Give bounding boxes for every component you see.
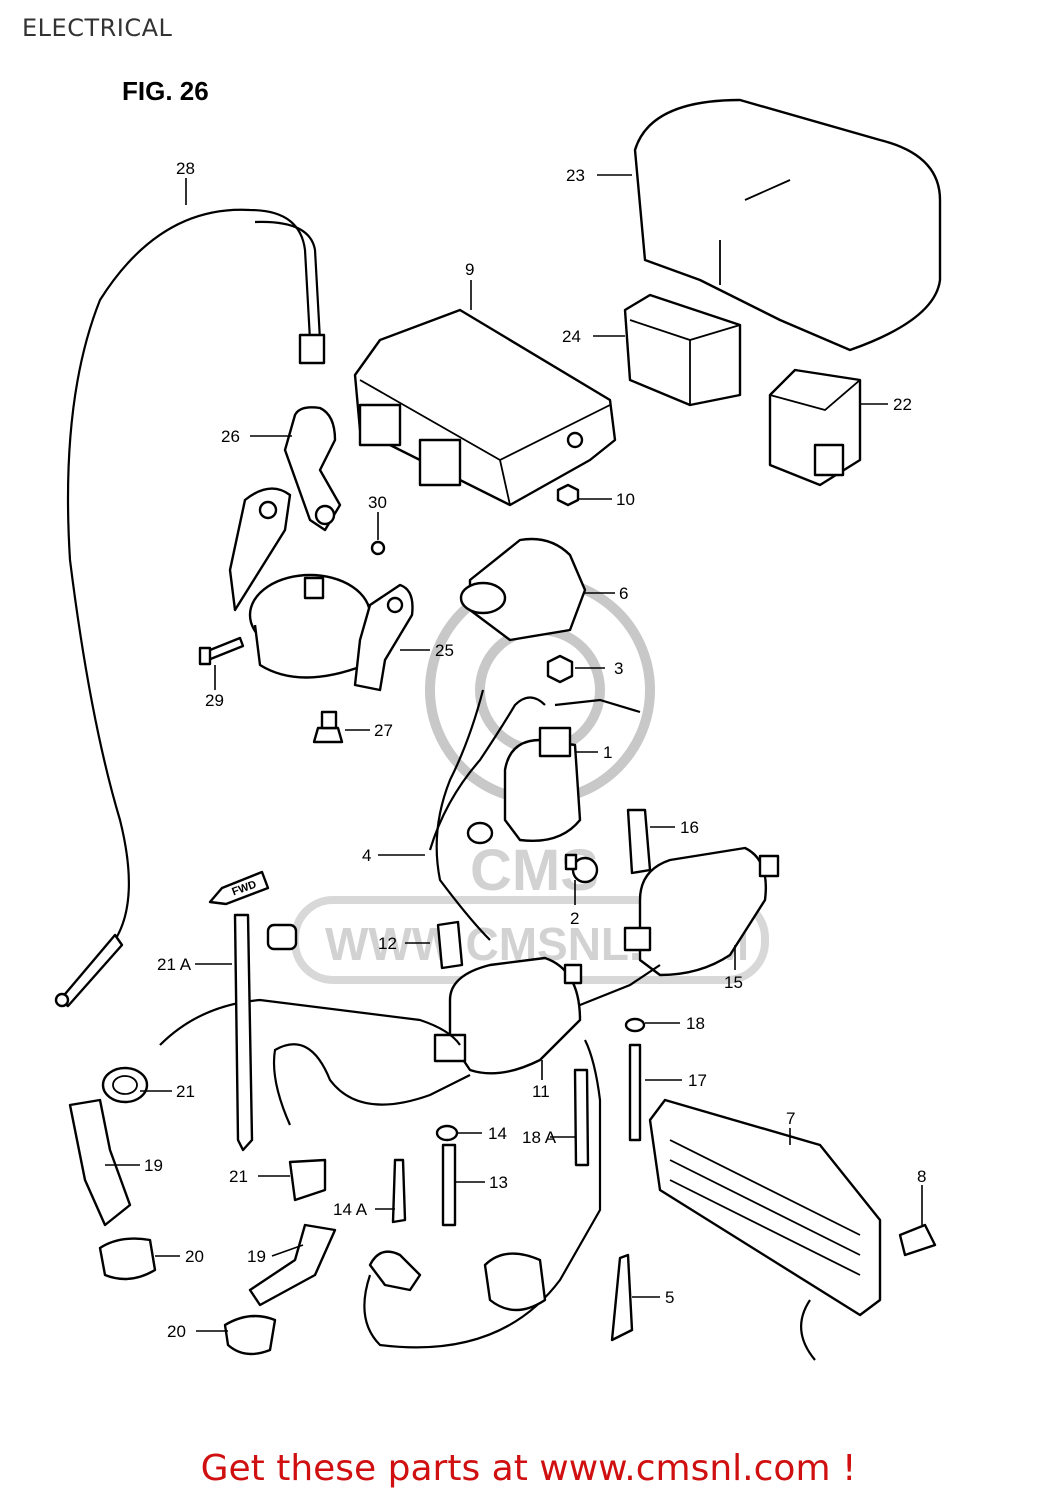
callout-21-lower: 21	[229, 1167, 248, 1186]
callout-8: 8	[917, 1167, 926, 1186]
part-11-coil	[433, 956, 583, 1075]
callout-16: 16	[680, 818, 699, 837]
part-26-bracket	[283, 406, 342, 532]
part-6-boot	[459, 537, 587, 642]
callout-19-right: 19	[247, 1247, 266, 1266]
page-title: ELECTRICAL	[22, 14, 173, 42]
callout-labels: 28 23 9 24 22 26 10 30 6 25 3 29 27 1 16…	[144, 159, 926, 1341]
callout-20-left: 20	[185, 1247, 204, 1266]
part-18-washer	[624, 1017, 646, 1033]
part-22-relay	[768, 368, 862, 487]
part-23-cover	[633, 98, 942, 352]
part-13-bolt	[441, 1143, 457, 1227]
callout-23: 23	[566, 166, 585, 185]
part-8-bolt	[898, 1223, 937, 1257]
callout-29: 29	[205, 691, 224, 710]
callout-21A: 21 A	[157, 955, 192, 974]
get-parts-link[interactable]: Get these parts at www.cmsnl.com !	[200, 1448, 857, 1489]
callout-1: 1	[603, 743, 612, 762]
part-12-cap	[436, 920, 464, 970]
part-27-bolt	[312, 710, 344, 744]
part-20-cap-right	[223, 1314, 277, 1356]
part-14-washer	[435, 1124, 459, 1142]
part-30-nut	[370, 540, 386, 556]
callout-25: 25	[435, 641, 454, 660]
part-9-igniter	[353, 308, 617, 507]
callout-28: 28	[176, 159, 195, 178]
callout-18: 18	[686, 1014, 705, 1033]
fuse-holder	[483, 1252, 547, 1312]
callout-24: 24	[562, 327, 581, 346]
part-24-relay	[623, 293, 742, 407]
part-2-bolt	[564, 853, 599, 884]
callout-14: 14	[488, 1124, 507, 1143]
part-21-cap-upper	[101, 1066, 149, 1104]
part-5-clamp	[610, 1253, 634, 1342]
part-7-regulator	[648, 1098, 882, 1361]
callout-6: 6	[619, 584, 628, 603]
callout-15: 15	[724, 973, 743, 992]
callout-4: 4	[362, 846, 371, 865]
callout-27: 27	[374, 721, 393, 740]
part-15-coil	[623, 846, 780, 977]
part-25-horn-bracket	[228, 487, 414, 692]
fwd-arrow: FWD	[208, 870, 270, 906]
callout-18A: 18 A	[522, 1128, 557, 1147]
part-21A-tie	[233, 913, 254, 1152]
callout-2: 2	[570, 909, 579, 928]
leader-lines	[105, 174, 923, 1332]
part-3-nut	[546, 654, 574, 684]
part-16-cap	[626, 808, 652, 875]
callout-12: 12	[378, 934, 397, 953]
callout-13: 13	[489, 1173, 508, 1192]
part-1-starter-relay	[428, 689, 641, 941]
part-14A-bolt	[391, 1158, 407, 1224]
callout-3: 3	[614, 659, 623, 678]
part-29-bolt	[198, 636, 245, 666]
part-21-cap-lower	[288, 1158, 327, 1202]
diode	[368, 1250, 422, 1292]
part-10-nut	[556, 483, 580, 507]
plug-wire-2	[579, 964, 661, 1007]
callout-17: 17	[688, 1071, 707, 1090]
callout-10: 10	[616, 490, 635, 509]
callout-5: 5	[665, 1288, 674, 1307]
callout-26: 26	[221, 427, 240, 446]
callout-14A: 14 A	[333, 1200, 368, 1219]
part-17-bolt	[628, 1043, 642, 1142]
part-28-cable	[54, 208, 326, 1008]
part-18A-bolt	[573, 1068, 590, 1167]
callout-11: 11	[532, 1082, 550, 1101]
figure-title: FIG. 26	[122, 76, 209, 106]
callout-21-upper: 21	[176, 1082, 195, 1101]
part-21A-clip	[266, 923, 298, 951]
callout-30: 30	[368, 493, 387, 512]
callout-9: 9	[465, 260, 474, 279]
part-20-cap-left	[98, 1237, 157, 1281]
part-19-boot-right	[248, 1223, 337, 1307]
plug-wire	[159, 998, 461, 1046]
callout-22: 22	[893, 395, 912, 414]
parts-diagram: CMS WWW.CMSNL.COM	[54, 98, 942, 1361]
callout-7: 7	[786, 1109, 795, 1128]
callout-19-left: 19	[144, 1156, 163, 1175]
wire-harness	[363, 1039, 602, 1349]
part-19-boot-left	[68, 1098, 132, 1227]
plug-wire-3	[272, 1043, 471, 1126]
callout-20-right: 20	[167, 1322, 186, 1341]
